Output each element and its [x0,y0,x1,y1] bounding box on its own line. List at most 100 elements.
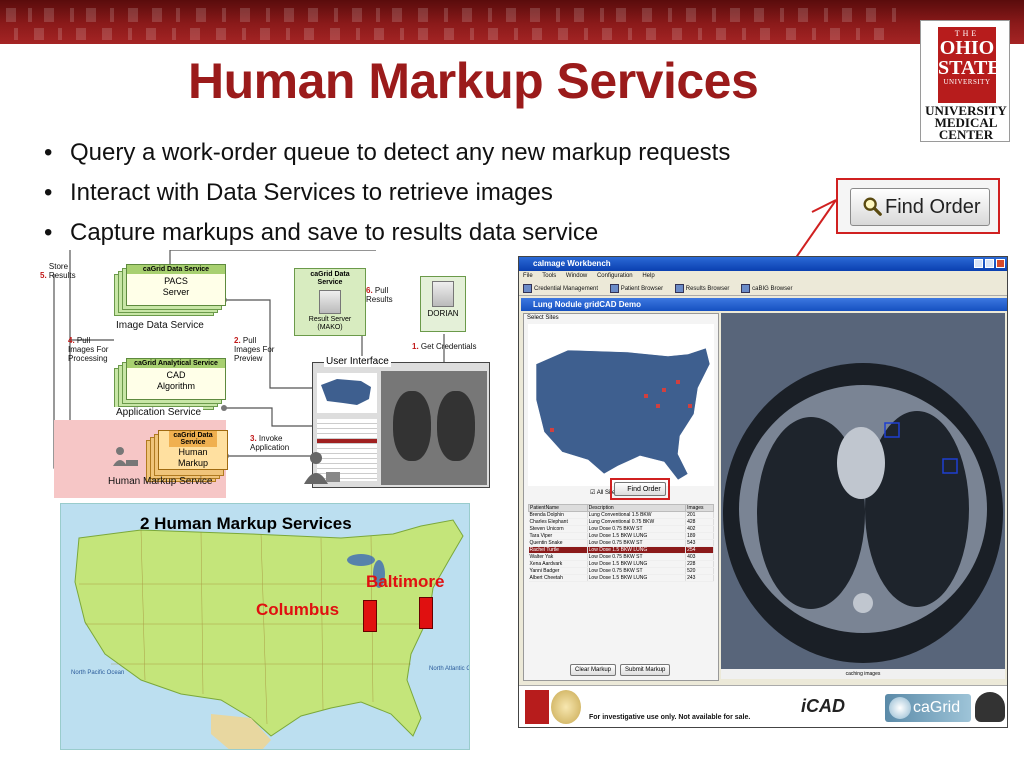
cell-images: 243 [685,574,714,582]
columbus-marker [363,600,377,632]
human-markup-service-label: Human Markup Service [108,476,213,487]
step1-label: 1. Get Credentials [412,342,492,351]
col-patientname[interactable]: PatientName [528,504,588,512]
minimize-icon[interactable] [974,259,983,268]
clear-markup-button[interactable]: Clear Markup [570,664,617,676]
logo-state: STATE [938,57,1001,79]
site-map[interactable] [528,324,714,486]
logo-line1: UNIVERSITY [925,103,1007,118]
all-sites-checkbox[interactable]: ☑ All Sites [590,490,619,496]
caimage-workbench-window: caImage Workbench File Tools Window Conf… [518,256,1008,728]
magnifier-icon [863,197,882,216]
bullet-item: •Capture markups and save to results dat… [44,218,730,258]
cell-description: Low Dose 1.5 BKW LUNG [587,546,687,554]
institution-seal-logo [551,690,581,724]
human-header: caGrid Data Service [169,431,217,447]
pacs-header: caGrid Data Service [127,265,225,274]
step3-label: 3. Invoke Application [250,434,296,452]
cell-images: 189 [685,532,714,540]
ct-status-bar: caching images [721,669,1005,679]
maximize-icon[interactable] [985,259,994,268]
cell-description: Lung Conventional 1.5 BKW [587,511,687,519]
col-description[interactable]: Description [586,504,687,512]
workbench-title: caImage Workbench [533,259,611,268]
cell-name: Steven Unicorn [528,525,588,533]
cell-images: 201 [685,511,714,519]
osu-seal: THE OHIO STATE UNIVERSITY [938,27,1001,103]
cell-images: 402 [685,525,714,533]
map-ocean-label: North Pacific Ocean [71,670,124,676]
logo-ohio: OHIO [939,37,995,59]
step4-label: 4. Pull Images For Processing [68,336,118,363]
cell-name: Walter Yak [528,553,588,561]
step3-text: Invoke Application [250,434,290,452]
ct-scan-viewer[interactable] [721,313,1005,669]
submit-markup-button[interactable]: Submit Markup [620,664,671,676]
cell-images: 543 [685,539,714,547]
toolbar-credential-management[interactable]: Credential Management [523,286,598,292]
cad-name: CAD Algorithm [156,370,195,391]
find-order-button-zoom[interactable]: Find Order [850,188,990,226]
select-sites-label: Select Sites [527,315,559,321]
patient-table: PatientName Description Images Brenda Do… [528,504,714,582]
cell-description: Low Dose 0.75 BKW ST [587,539,687,547]
bullet-text: Interact with Data Services to retrieve … [70,179,553,206]
human-name: Human Markup [177,447,208,468]
city-label-baltimore: Baltimore [366,572,445,591]
cell-description: Low Dose 1.5 BKW LUNG [587,532,687,540]
application-service-label: Application Service [114,407,204,418]
top-banner [0,0,1024,44]
toolbar-patient-browser[interactable]: Patient Browser [610,286,663,292]
menu-tools[interactable]: Tools [542,273,557,279]
step5-label: 5. Store Results [40,262,85,280]
us-map-panel: North Pacific Ocean North Atlantic Ocean [60,503,470,750]
person-at-desk-icon [113,447,138,466]
menu-file[interactable]: File [523,273,533,279]
cell-images: 254 [685,546,714,554]
site-selection-panel: Select Sites ☑ All Sites Find Order [523,313,719,681]
osu-medical-center-logo: THE OHIO STATE UNIVERSITY UNIVERSITY MED… [920,20,1010,142]
thumbnail-map [317,373,377,413]
binary-pattern-svg [6,8,896,40]
logo-the: THE [954,29,980,38]
baltimore-marker [419,597,433,629]
us-map-graphic: North Pacific Ocean North Atlantic Ocean [71,519,469,749]
step1-text: Get Credentials [420,342,477,351]
toolbar-cabig-browser[interactable]: caBIG Browser [741,286,792,292]
table-header-row: PatientName Description Images [528,504,714,512]
bullet-dot-icon: • [44,179,53,206]
slide-title: Human Markup Services [188,53,759,109]
thumbnail-ct [381,371,487,485]
icad-logo: iCAD [801,696,845,716]
binary-pattern-decoration [0,2,1024,42]
workbench-titlebar: caImage Workbench [519,257,1007,271]
step1-number: 1. [412,342,419,351]
cell-description: Low Dose 0.75 BKW ST [587,567,687,575]
bullet-dot-icon: • [44,139,53,166]
col-images[interactable]: Images [685,504,714,512]
cell-name: Xena Aardvark [528,560,588,568]
image-data-service-label: Image Data Service [114,320,206,331]
find-order-button[interactable]: Find Order [614,482,666,496]
thumbnail-selected-row [317,439,377,443]
investigative-use-note: For investigative use only. Not availabl… [589,714,751,721]
step2-number: 2. [234,336,241,345]
thumbnail-lung-right [437,391,475,461]
menu-configuration[interactable]: Configuration [596,273,633,279]
site-us-map [535,347,711,481]
menu-help[interactable]: Help [642,273,655,279]
toolbar-results-browser[interactable]: Results Browser [675,286,730,292]
menu-window[interactable]: Window [565,273,588,279]
close-icon[interactable] [996,259,1005,268]
